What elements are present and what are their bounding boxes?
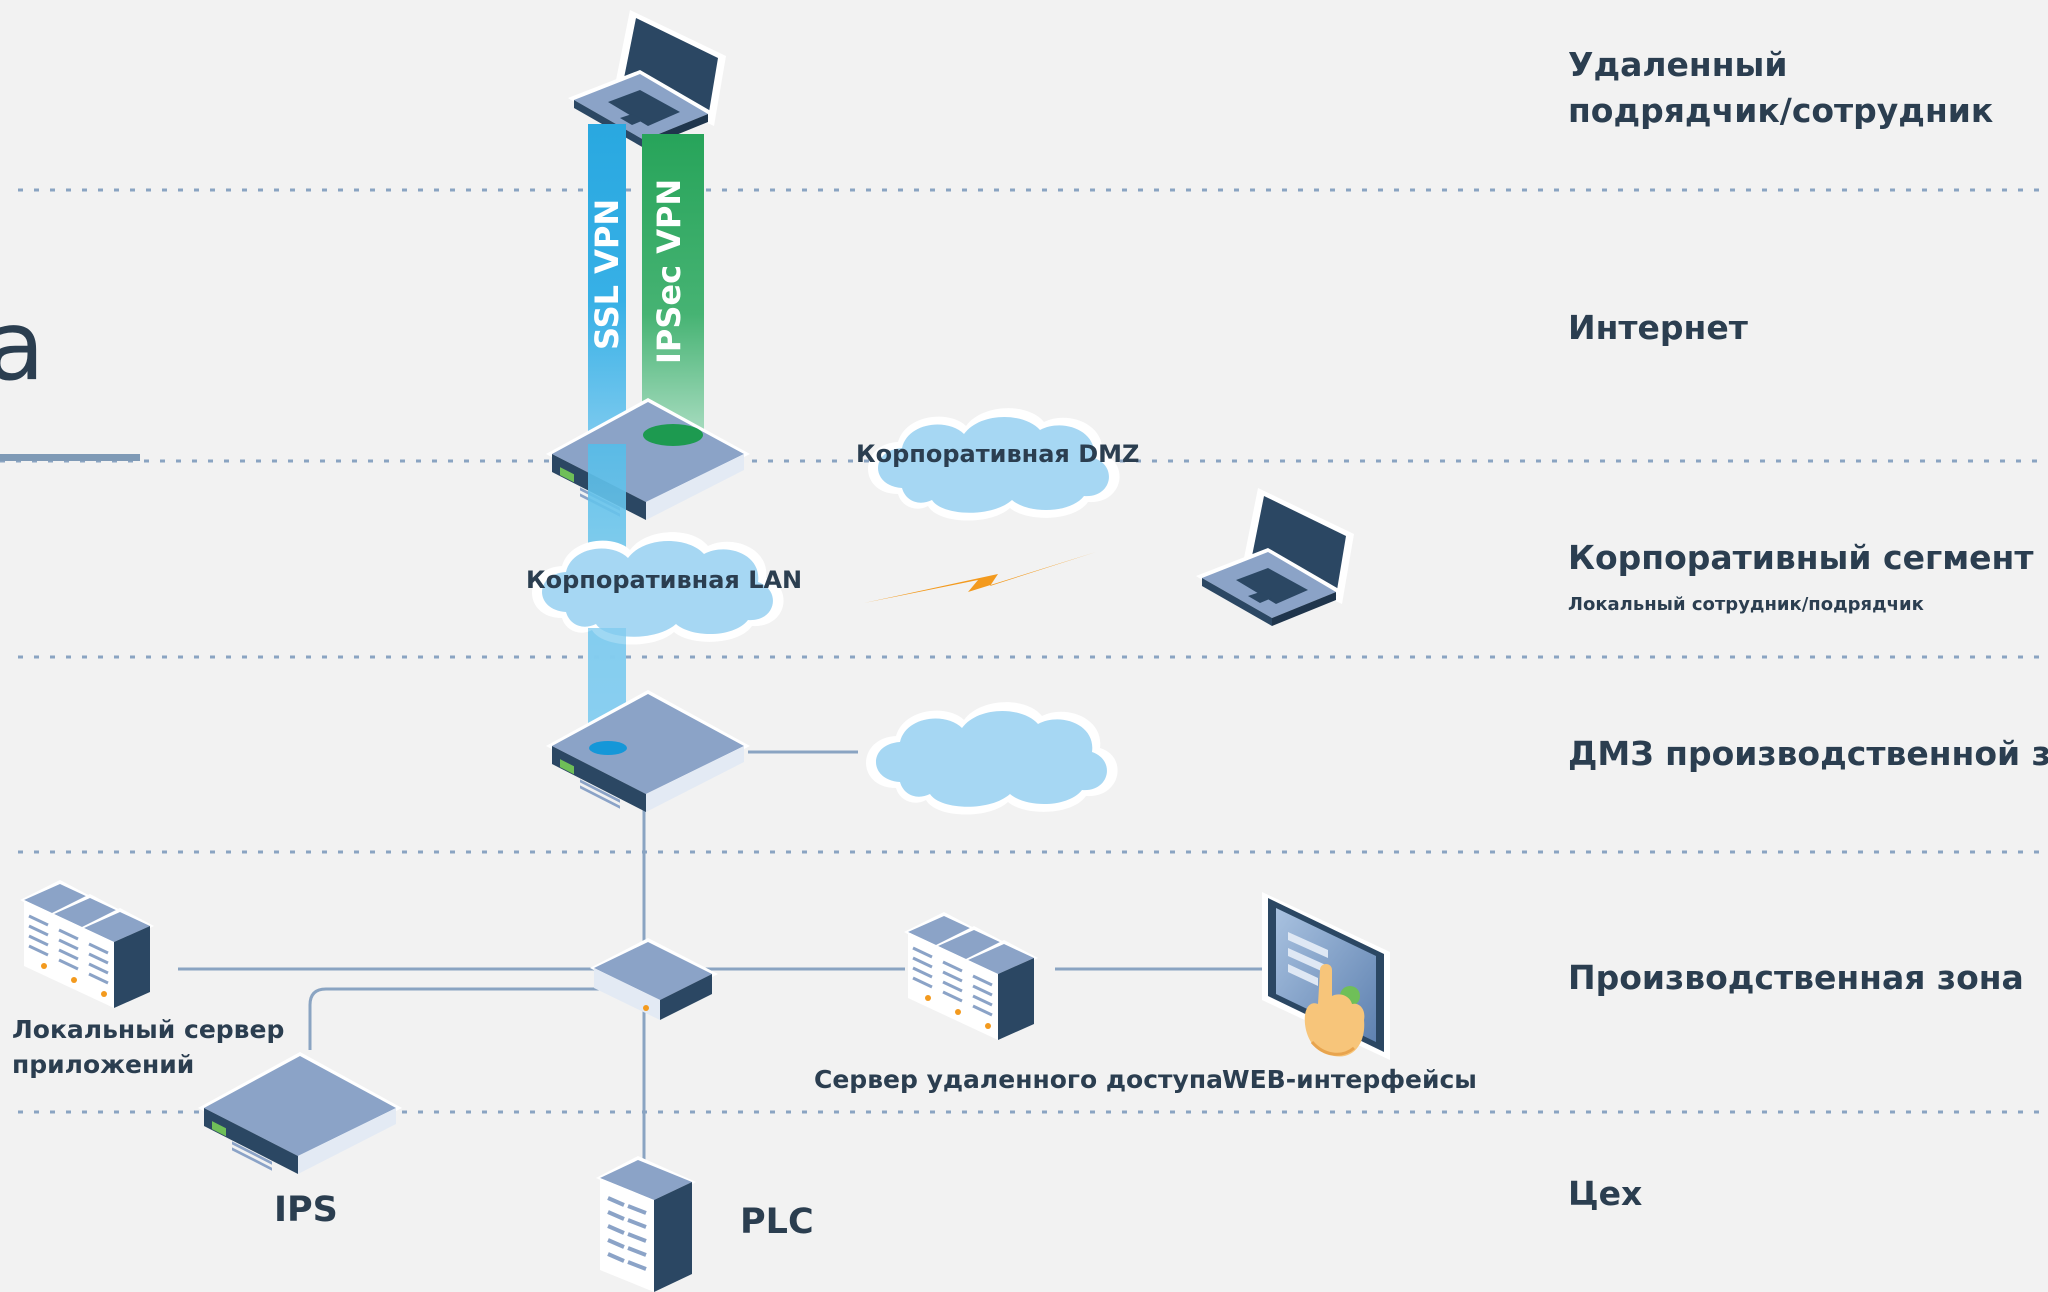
ipsec-vpn-endpoint bbox=[643, 424, 703, 446]
corp-lan-label: Корпоративная LAN bbox=[526, 566, 803, 594]
zone-label-industrial-dmz: ДМЗ производственной зоны bbox=[1568, 734, 2048, 773]
touch-panel-icon bbox=[1262, 892, 1390, 1060]
zone-label-remote: Удаленный подрядчик/сотрудник bbox=[1568, 45, 1994, 130]
server-rack-icon bbox=[904, 912, 1038, 1040]
remote-access-server-label: Сервер удаленного доступа bbox=[814, 1065, 1223, 1094]
cloud-icon bbox=[532, 532, 784, 645]
router-icon bbox=[546, 690, 750, 812]
title-fragment: a bbox=[0, 290, 45, 402]
plc-label: PLC bbox=[740, 1202, 814, 1242]
zone-label-production: Производственная зона bbox=[1568, 958, 2024, 997]
title-underline bbox=[0, 454, 140, 461]
ssl-vpn-tunnel bbox=[588, 124, 626, 444]
laptop-icon bbox=[1196, 488, 1354, 626]
zone-label-corporate: Корпоративный сегмент bbox=[1568, 538, 2034, 577]
zone-sublabel-corporate: Локальный сотрудник/подрядчик bbox=[1568, 594, 1924, 615]
laptop-icon bbox=[568, 10, 726, 148]
ips-label: IPS bbox=[274, 1190, 338, 1230]
web-interfaces-label: WEB-интерфейсы bbox=[1222, 1065, 1477, 1094]
ipsec-vpn-label: IPSec VPN bbox=[650, 178, 688, 364]
router-icon bbox=[198, 1052, 402, 1174]
zone-label-workshop: Цех bbox=[1568, 1174, 1643, 1213]
cloud-icon bbox=[868, 408, 1120, 521]
corp-dmz-label: Корпоративная DMZ bbox=[856, 440, 1140, 468]
server-rack-icon bbox=[20, 880, 154, 1008]
zone-label-internet: Интернет bbox=[1568, 308, 1748, 347]
plc-icon bbox=[596, 1156, 696, 1292]
local-app-server-label: Локальный сервер приложений bbox=[12, 1015, 285, 1079]
router-icon bbox=[546, 398, 750, 520]
ssl-vpn-endpoint bbox=[589, 741, 627, 755]
lightning-icon bbox=[864, 552, 1096, 603]
switch-icon bbox=[590, 938, 718, 1020]
ssl-vpn-label: SSL VPN bbox=[588, 198, 626, 350]
link-ips-switch bbox=[308, 987, 605, 1050]
network-links bbox=[178, 750, 1265, 1165]
cloud-icon bbox=[866, 702, 1118, 815]
ipsec-vpn-tunnel bbox=[642, 134, 704, 434]
